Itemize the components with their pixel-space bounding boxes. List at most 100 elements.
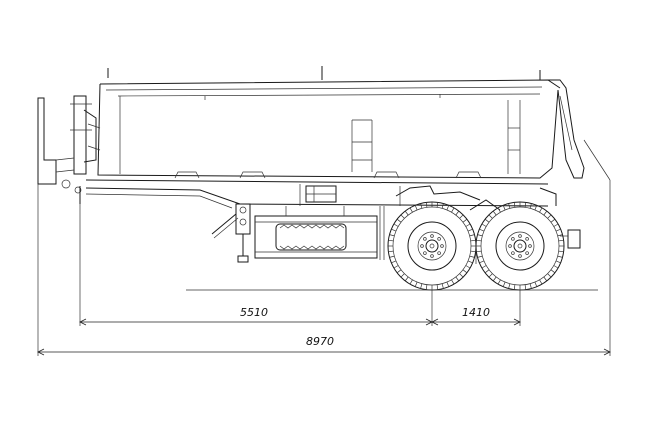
- tire-tread-mark: [462, 218, 468, 223]
- tire-tread-mark: [508, 203, 511, 209]
- tire-tread-mark: [414, 281, 418, 287]
- tire-tread-mark: [553, 265, 559, 269]
- extension-lines: [37, 139, 611, 356]
- wheel-stud: [511, 251, 515, 255]
- wheel-stud: [525, 251, 529, 255]
- chassis-frame: [85, 179, 549, 209]
- tire-tread-mark: [553, 223, 559, 227]
- dim-label-5510: 5510: [240, 306, 268, 319]
- tire-tread-mark: [400, 273, 405, 278]
- tire-tread-mark: [396, 269, 402, 274]
- tire-tread-mark: [502, 281, 506, 287]
- tire-tread-mark: [455, 210, 460, 216]
- wheel-stud: [518, 234, 522, 238]
- front-axle-wheel: [387, 201, 477, 291]
- wheel-stud: [518, 254, 522, 258]
- tire-tread-mark: [459, 214, 464, 219]
- tire-tread-mark: [484, 269, 490, 274]
- tire-tread-mark: [555, 260, 561, 264]
- tire-tread-mark: [391, 260, 397, 264]
- tire-tread-mark: [420, 283, 423, 289]
- rear-axle-wheel: [475, 201, 565, 291]
- tire-tread-mark: [477, 255, 483, 258]
- tire-tread-mark: [502, 205, 506, 211]
- tire-tread-mark: [550, 218, 556, 223]
- tire-tread-mark: [414, 205, 418, 211]
- tire-tread-mark: [391, 228, 397, 232]
- tire-tread-mark: [497, 279, 501, 285]
- tire-tread-mark: [465, 223, 471, 227]
- tire-tread-mark: [393, 223, 399, 227]
- tire-tread-mark: [479, 260, 485, 264]
- wheel-stud: [430, 234, 434, 238]
- tire-tread-mark: [481, 265, 487, 269]
- dimension-axle-spacing: 1410: [431, 306, 521, 326]
- tire-tread-mark: [389, 255, 395, 258]
- tire-tread-mark: [409, 207, 413, 213]
- tire-tread-mark: [534, 205, 538, 211]
- tire-tread-mark: [488, 214, 493, 219]
- tire-tread-mark: [539, 207, 543, 213]
- tire-tread-mark: [446, 205, 450, 211]
- tire-tread-mark: [484, 218, 490, 223]
- tire-tread-mark: [529, 283, 532, 289]
- tire-tread-mark: [425, 202, 428, 208]
- wheel-stud: [423, 251, 427, 255]
- tire-tread-mark: [557, 234, 563, 237]
- tire-tread-mark: [558, 250, 564, 253]
- tire-tread-mark: [550, 269, 556, 274]
- wheel-stud: [437, 237, 441, 241]
- tire-tread-mark: [524, 284, 527, 290]
- tire-tread-mark: [529, 203, 532, 209]
- wheel-stud: [511, 237, 515, 241]
- tire-tread-mark: [388, 250, 394, 253]
- wheel-stud: [437, 251, 441, 255]
- wheel-stud: [420, 244, 424, 248]
- wheel-stud: [525, 237, 529, 241]
- tire-tread-mark: [469, 234, 475, 237]
- landing-gear: [211, 203, 251, 263]
- tire-tread-mark: [547, 214, 552, 219]
- tire-tread-mark: [524, 202, 527, 208]
- tire-tread-mark: [389, 234, 395, 237]
- tire-tread-mark: [396, 218, 402, 223]
- tire-tread-mark: [425, 284, 428, 290]
- tire-tread-mark: [543, 276, 548, 282]
- tire-tread-mark: [488, 273, 493, 278]
- wheel-stud: [440, 244, 444, 248]
- dimension-overall-length: 8970: [37, 335, 611, 356]
- tire-tread-mark: [534, 281, 538, 287]
- tire-tread-mark: [547, 273, 552, 278]
- tire-tread-mark: [557, 255, 563, 258]
- tire-tread-mark: [477, 234, 483, 237]
- tire-tread-mark: [451, 279, 455, 285]
- tire-tread-mark: [469, 255, 475, 258]
- wheel-stud: [430, 254, 434, 258]
- tire-tread-mark: [388, 239, 394, 242]
- tire-tread-mark: [462, 269, 468, 274]
- tire-tread-mark: [451, 207, 455, 213]
- tire-tread-mark: [400, 214, 405, 219]
- tire-tread-mark: [513, 202, 516, 208]
- wheel-stud: [423, 237, 427, 241]
- tire-tread-mark: [470, 239, 476, 242]
- tire-tread-mark: [467, 260, 473, 264]
- spare-wheel: [254, 206, 378, 259]
- dump-body: [97, 66, 585, 179]
- tire-tread-mark: [467, 228, 473, 232]
- tire-tread-mark: [497, 207, 501, 213]
- tire-tread-mark: [476, 250, 482, 253]
- dimension-front-to-first-axle: 5510: [79, 306, 433, 326]
- tire-tread-mark: [558, 239, 564, 242]
- tire-tread-mark: [465, 265, 471, 269]
- dim-label-8970: 8970: [306, 335, 334, 348]
- suspension: [379, 185, 581, 264]
- tire-tread-mark: [446, 281, 450, 287]
- tire-tread-mark: [409, 279, 413, 285]
- tire-tread-mark: [476, 239, 482, 242]
- tire-tread-mark: [555, 228, 561, 232]
- tire-tread-mark: [459, 273, 464, 278]
- wheel-stud: [508, 244, 512, 248]
- tire-tread-mark: [436, 202, 439, 208]
